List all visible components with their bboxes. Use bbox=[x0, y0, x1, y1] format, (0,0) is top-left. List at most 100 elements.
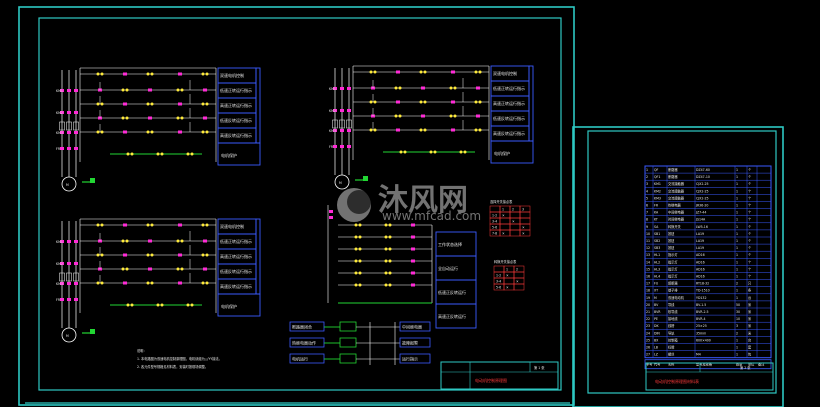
signal-output-label: 运行指示 bbox=[402, 356, 418, 362]
contact-mark bbox=[180, 239, 184, 243]
contact-mark bbox=[354, 235, 358, 239]
bom-cell-text: 控制箱 bbox=[668, 337, 678, 342]
table-cell-text: × bbox=[502, 214, 505, 218]
bom-cell-text: 只 bbox=[748, 282, 751, 286]
contact-mark bbox=[201, 72, 205, 76]
terminal-mark bbox=[67, 282, 71, 285]
contact-mark bbox=[419, 100, 423, 104]
main-sheet-outer-frame bbox=[18, 6, 575, 406]
contact-mark bbox=[96, 102, 100, 106]
bom-cell-text: 台 bbox=[748, 337, 751, 342]
table-cell-text: × bbox=[522, 226, 525, 230]
terminal-mark bbox=[74, 262, 78, 265]
table-cell-text: 5-6 bbox=[496, 286, 501, 290]
bom-cell-text: 1 bbox=[736, 189, 738, 193]
bom-cell-text: 8 bbox=[646, 218, 648, 222]
bom-cell-text: 双速电动机 bbox=[668, 295, 685, 300]
contact-mark bbox=[156, 303, 160, 307]
function-row-label: 高速正转运行指示 bbox=[220, 102, 252, 108]
terminal-mark bbox=[329, 210, 333, 213]
fuse-symbol bbox=[73, 121, 79, 131]
signal-output-box bbox=[399, 321, 431, 332]
function-row-label: 高速反转运行指示 bbox=[493, 130, 525, 136]
terminal-mark bbox=[333, 129, 337, 132]
bom-cell-text: 导轨 bbox=[668, 330, 675, 335]
table-cell-text: 5-6 bbox=[492, 226, 497, 230]
table-cell bbox=[513, 271, 525, 279]
bom-cell-text: 3 bbox=[736, 324, 738, 328]
bom-cell-text: 个 bbox=[748, 218, 752, 222]
contact-mark bbox=[176, 239, 180, 243]
center-function-box bbox=[435, 303, 477, 329]
motor-symbol bbox=[61, 176, 77, 192]
table-cell bbox=[489, 205, 501, 213]
fuse-symbol bbox=[339, 119, 345, 129]
component-tag: KM2 bbox=[329, 109, 336, 113]
contact-mark bbox=[96, 72, 100, 76]
signal-node bbox=[339, 337, 357, 348]
table-cell-text: 1-2 bbox=[492, 214, 497, 218]
function-footer-box bbox=[217, 142, 261, 166]
main-sheet-inner-frame bbox=[38, 17, 562, 391]
bom-cell-text: 接地线 bbox=[668, 316, 678, 321]
table-cell-text: 2 bbox=[512, 208, 514, 212]
terminal-mark bbox=[67, 111, 71, 114]
bom-cell-text: BVR-2.5 bbox=[696, 310, 709, 314]
bom-cell-text: HL3 bbox=[654, 267, 660, 271]
table-cell-text: 3 bbox=[522, 208, 524, 212]
contact-mark bbox=[358, 223, 362, 227]
bom-cell-text: SB3 bbox=[654, 246, 660, 250]
bom-cell-text: JS14A bbox=[695, 218, 706, 222]
motor-label: M bbox=[66, 334, 69, 338]
signal-output-box bbox=[399, 337, 431, 348]
contact-mark bbox=[205, 253, 209, 257]
contact-mark bbox=[423, 128, 427, 132]
terminal-mark bbox=[148, 239, 152, 243]
terminal-mark bbox=[340, 87, 344, 90]
bom-cell-text: BX bbox=[654, 338, 659, 342]
bom-cell-text: 1 bbox=[736, 232, 738, 236]
bom-cell-text: KM2 bbox=[654, 189, 661, 193]
motor-control-panel: KM1KM2KM3FRM双速电机控制低速正转运行指示高速正转运行指示低速反转运行… bbox=[56, 67, 261, 192]
contact-mark bbox=[384, 271, 388, 275]
function-row-label: 低速正转运行指示 bbox=[220, 87, 252, 93]
signal-output-label: 中间继电器 bbox=[402, 324, 422, 330]
bom-cell-text: 1 bbox=[736, 260, 738, 264]
function-row-label: 低速正转运行指示 bbox=[220, 238, 252, 244]
contact-mark bbox=[190, 152, 194, 156]
terminal-mark bbox=[60, 89, 64, 92]
terminal-mark bbox=[178, 72, 182, 76]
fuse-symbol bbox=[66, 121, 72, 131]
bom-cell-text: 1 bbox=[736, 204, 738, 208]
bom-header-cell: 序号 bbox=[646, 362, 652, 367]
bom-cell-text: 1 bbox=[736, 196, 738, 200]
contact-mark bbox=[100, 102, 104, 106]
component-tag: KM3 bbox=[329, 129, 336, 133]
bom-cell-text: 10 bbox=[646, 232, 650, 236]
bom-cell-text: SA bbox=[654, 225, 659, 229]
bom-cell-text: 套 bbox=[748, 345, 752, 350]
table-cell bbox=[519, 229, 531, 237]
contact-mark bbox=[121, 88, 125, 92]
bom-header-cell: 代号 bbox=[654, 362, 660, 367]
contact-mark bbox=[388, 235, 392, 239]
bom-cell-text: 个 bbox=[748, 246, 752, 250]
function-row-label: 低速正转运行指示 bbox=[493, 85, 525, 91]
bom-cell-text: 1 bbox=[736, 353, 738, 357]
fuse-symbol bbox=[59, 272, 65, 282]
terminal-mark bbox=[74, 298, 78, 301]
bom-cell-text: 9 bbox=[646, 225, 648, 229]
contact-mark bbox=[205, 102, 209, 106]
contact-mark bbox=[384, 259, 388, 263]
terminal-mark bbox=[333, 109, 337, 112]
bom-cell-text: AD16 bbox=[696, 267, 705, 271]
contact-mark bbox=[358, 247, 362, 251]
contact-mark bbox=[474, 100, 478, 104]
terminal-mark bbox=[340, 145, 344, 148]
contact-mark bbox=[126, 303, 130, 307]
contact-mark bbox=[146, 72, 150, 76]
component-tag: KM3 bbox=[56, 282, 63, 286]
table-cell bbox=[499, 217, 511, 225]
bom-cell-text: PE bbox=[654, 317, 658, 321]
